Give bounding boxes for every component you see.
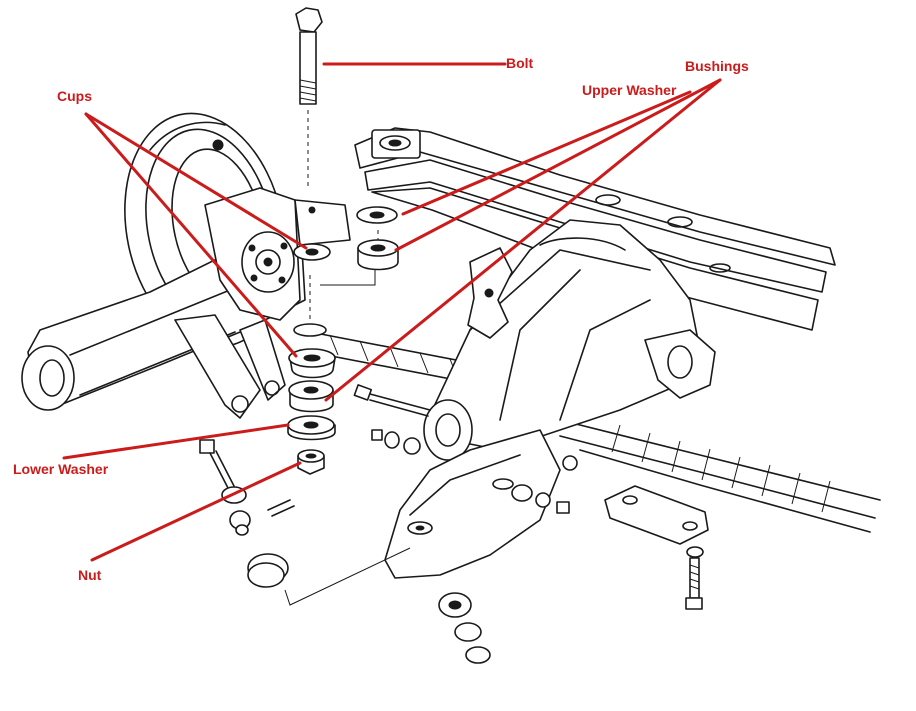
lower-spring-leaf [559, 419, 881, 533]
lower-link [174, 314, 286, 419]
shock-mount-stack [284, 7, 411, 606]
label-cups: Cups [57, 88, 92, 104]
label-bolt: Bolt [506, 55, 534, 71]
differential-housing [423, 219, 716, 461]
label-upper-washer: Upper Washer [582, 82, 677, 98]
lower-bushing-part [288, 380, 334, 413]
label-lower-washer: Lower Washer [13, 461, 109, 477]
label-bushings: Bushings [685, 58, 749, 74]
hub-carrier [204, 187, 351, 321]
mount-plate [604, 485, 709, 610]
nut-part [297, 449, 325, 475]
diff-mount-bracket [384, 429, 561, 579]
upper-washer-part [356, 206, 398, 224]
diff-hardware [353, 384, 578, 664]
leader-lines [62, 62, 722, 562]
upper-bushing-part [357, 239, 399, 271]
lower-washer-part [287, 415, 336, 441]
sway-link-hardware [199, 439, 295, 588]
bolt-part [295, 7, 323, 105]
lower-cup-part [288, 348, 336, 379]
label-nut: Nut [78, 567, 102, 583]
